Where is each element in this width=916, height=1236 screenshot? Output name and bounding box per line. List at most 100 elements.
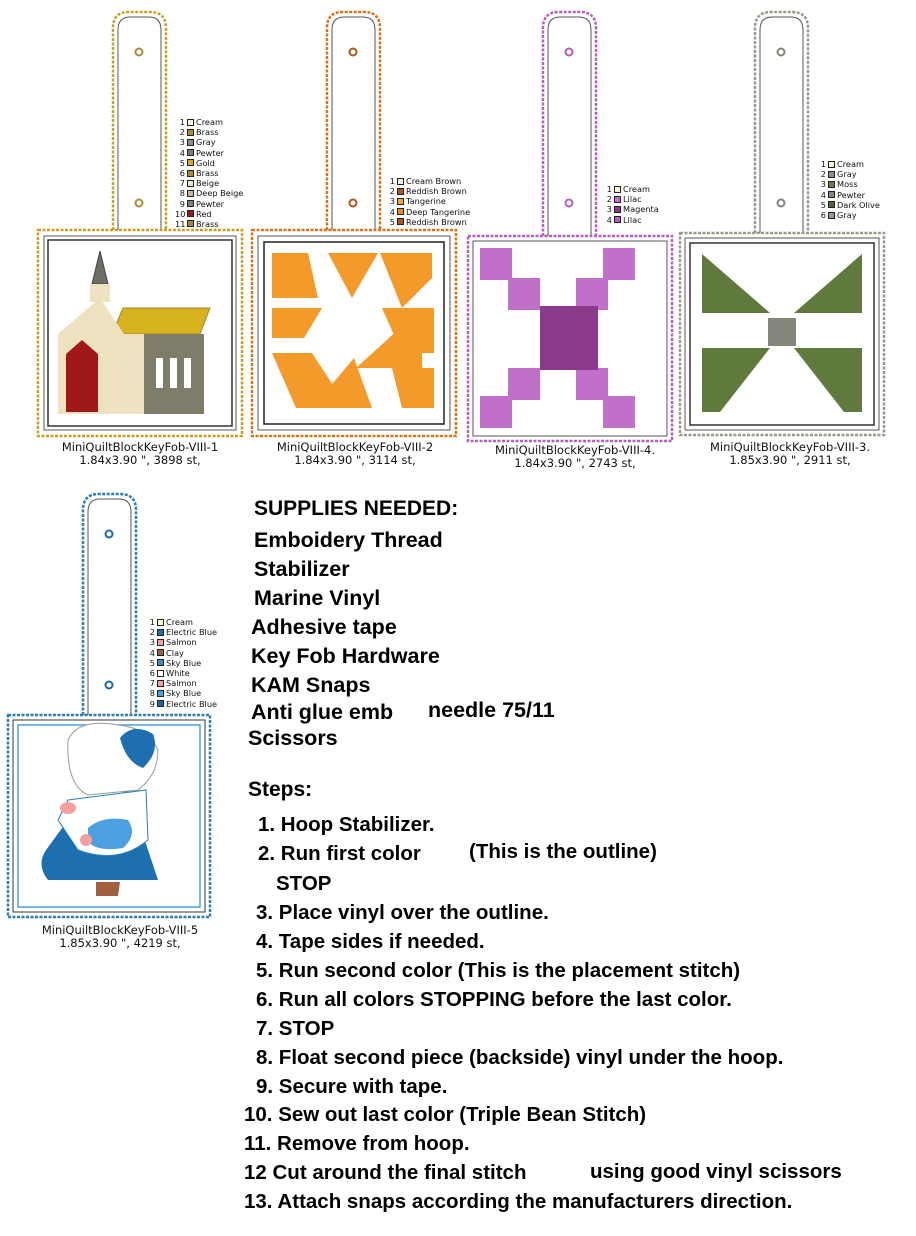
legend-number: 1 <box>606 184 612 194</box>
legend-color-name: Deep Tangerine <box>406 206 471 217</box>
legend-number: 8 <box>149 688 155 699</box>
fob-2-size: 1.84x3.90 ", 3114 st, <box>294 453 416 467</box>
legend-number: 6 <box>179 167 185 178</box>
color-swatch <box>187 118 194 126</box>
step-item: 1. Hoop Stabilizer. <box>258 813 435 836</box>
color-swatch <box>828 211 835 219</box>
step-note: (This is the outline) <box>469 840 657 863</box>
color-swatch <box>397 187 404 195</box>
legend-color-name: Brass <box>196 127 219 138</box>
legend-number: 7 <box>179 178 185 189</box>
color-swatch <box>187 159 194 167</box>
key-fob-5 <box>6 490 214 920</box>
color-swatch <box>187 138 194 146</box>
step-item: 12 Cut around the final stitch <box>244 1161 527 1184</box>
legend-number: 4 <box>389 206 395 217</box>
legend-color-name: Electric Blue <box>166 698 218 709</box>
legend-number: 9 <box>179 198 185 209</box>
key-fob-3-outline <box>466 10 674 443</box>
fob-3-name: MiniQuiltBlockKeyFob-VIII-4. <box>495 443 655 457</box>
color-swatch <box>187 220 194 228</box>
supply-item: Stabilizer <box>254 557 350 581</box>
fob-5-caption: MiniQuiltBlockKeyFob-VIII-5 1.85x3.90 ",… <box>10 924 230 950</box>
step-item: 7. STOP <box>256 1017 335 1040</box>
legend-color-name: Tangerine <box>406 196 446 207</box>
legend-number: 3 <box>179 137 185 148</box>
fob-3-size: 1.84x3.90 ", 2743 st, <box>514 456 636 470</box>
fob-3-caption: MiniQuiltBlockKeyFob-VIII-4. 1.84x3.90 "… <box>475 444 675 470</box>
key-fob-5-outline <box>6 492 212 919</box>
legend-color-name: Cream <box>623 184 650 194</box>
legend-row: 10 Red <box>175 209 243 219</box>
color-swatch <box>187 128 194 136</box>
legend-number: 5 <box>389 216 395 227</box>
color-swatch <box>828 160 835 168</box>
color-swatch <box>828 170 835 178</box>
fob-4-size: 1.85x3.90 ", 2911 st, <box>729 453 851 467</box>
legend-number: 3 <box>820 179 826 190</box>
legend-number: 4 <box>606 214 612 225</box>
step-item: 6. Run all colors STOPPING before the la… <box>256 988 732 1011</box>
color-swatch <box>157 679 164 687</box>
color-swatch <box>187 200 194 208</box>
color-swatch <box>397 197 404 205</box>
legend-color-name: Gray <box>837 209 857 220</box>
legend-color-name: Pewter <box>196 147 224 158</box>
step-item: 13. Attach snaps according the manufactu… <box>244 1190 793 1213</box>
color-swatch <box>828 201 835 209</box>
legend-number: 2 <box>389 186 395 197</box>
legend-row: 6 Gray <box>816 210 880 220</box>
legend-number: 2 <box>606 194 612 205</box>
color-swatch <box>187 179 194 187</box>
color-swatch <box>157 669 164 677</box>
legend-color-name: Deep Beige <box>196 188 244 199</box>
legend-color-name: Pewter <box>837 189 865 200</box>
color-swatch <box>187 149 194 157</box>
fob-1-size: 1.84x3.90 ", 3898 st, <box>79 453 201 467</box>
legend-number: 6 <box>149 667 155 678</box>
color-swatch <box>828 180 835 188</box>
legend-color-name: Gold <box>196 157 215 168</box>
steps-heading: Steps: <box>248 778 313 801</box>
legend-number: 8 <box>179 188 185 199</box>
legend-number: 1 <box>389 176 395 186</box>
supply-item: Anti glue emb <box>251 700 394 724</box>
color-swatch <box>157 618 164 626</box>
legend-number: 3 <box>606 204 612 215</box>
legend-number: 5 <box>820 199 826 210</box>
legend-color-name: Moss <box>837 179 858 190</box>
legend-color-name: Dark Olive <box>837 199 880 210</box>
legend-number: 7 <box>149 678 155 689</box>
supply-item: Adhesive tape <box>251 615 397 639</box>
supply-needle: needle 75/11 <box>428 698 555 722</box>
legend-row: 3 Moss <box>816 179 880 189</box>
step-item: 8. Float second piece (backside) vinyl u… <box>256 1046 784 1069</box>
legend-color-name: Red <box>196 208 212 219</box>
supply-item: Emboidery Thread <box>254 528 443 552</box>
legend-number: 10 <box>175 208 186 219</box>
color-swatch <box>187 210 194 218</box>
step-item: 9. Secure with tape. <box>256 1075 448 1098</box>
legend-number: 6 <box>820 209 826 220</box>
